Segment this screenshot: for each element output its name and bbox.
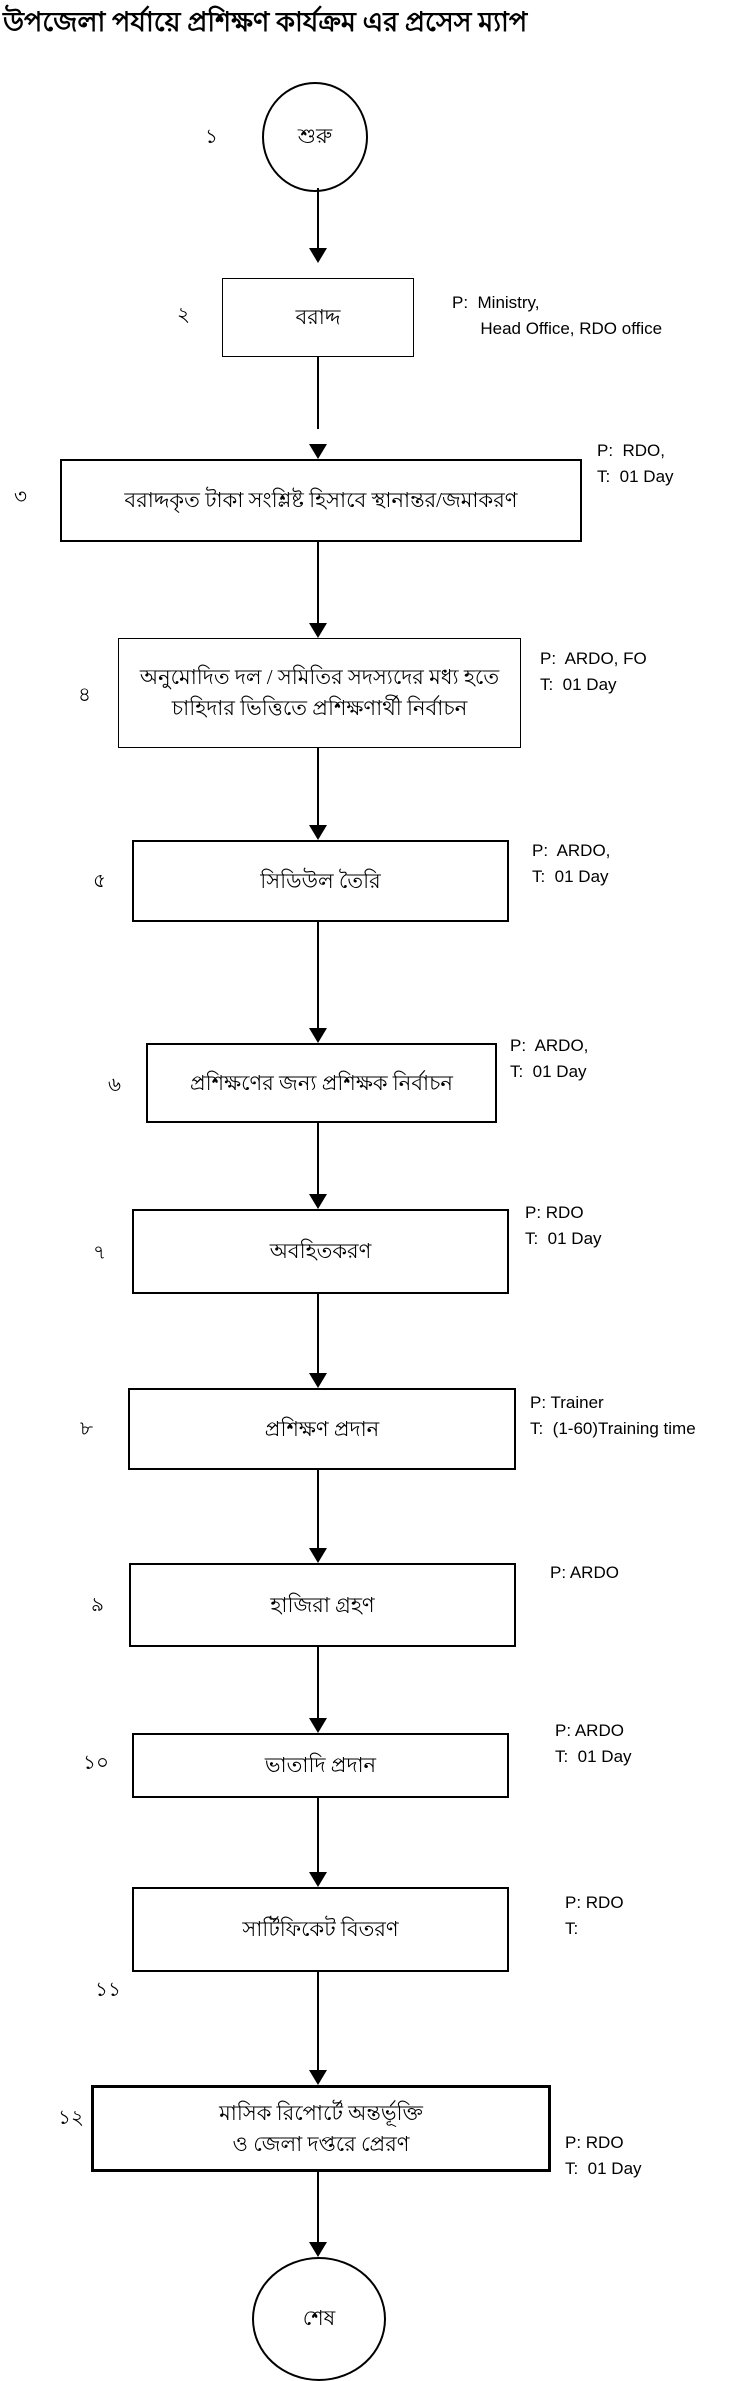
arrow-line-10-to-11 xyxy=(317,1794,319,1872)
arrowhead-icon xyxy=(309,2070,327,2085)
step-number-6: ৬ xyxy=(108,1074,122,1096)
arrowhead-icon xyxy=(309,825,327,840)
step-number-5: ৫ xyxy=(93,870,106,892)
step-number-8: ৮ xyxy=(80,1418,93,1440)
process-box-attendance: হাজিরা গ্রহণ xyxy=(129,1563,516,1647)
process-box-training-delivery: প্রশিক্ষণ প্রদান xyxy=(128,1388,516,1470)
process-box-notification: অবহিতকরণ xyxy=(132,1209,509,1294)
process-box-fund-transfer: বরাদ্দকৃত টাকা সংশ্লিষ্ট হিসাবে স্থানান্… xyxy=(60,459,582,542)
step-number-4: ৪ xyxy=(78,684,91,706)
annotation-step-11: P: RDO T: xyxy=(565,1893,624,1938)
arrow-line-6-to-7 xyxy=(317,1119,319,1194)
step-number-10: ১০ xyxy=(83,1752,109,1774)
step-number-7: ৭ xyxy=(93,1242,107,1264)
annotation-step-6: P: ARDO, T: 01 Day xyxy=(510,1036,589,1081)
step-number-3: ৩ xyxy=(14,486,28,508)
process-box-label: মাসিক রিপোর্টে অন্তর্ভূক্তি ও জেলা দপ্তর… xyxy=(219,2100,423,2156)
process-box-trainee-selection: অনুমোদিত দল / সমিতির সদস্যদের মধ্য হতে চ… xyxy=(118,638,521,748)
arrow-line-9-to-10 xyxy=(317,1643,319,1718)
annotation-step-3: P: RDO, T: 01 Day xyxy=(597,441,674,486)
process-box-trainer-selection: প্রশিক্ষণের জন্য প্রশিক্ষক নির্বাচন xyxy=(146,1043,497,1123)
process-box-schedule: সিডিউল তৈরি xyxy=(132,840,509,922)
arrow-line-5-to-6 xyxy=(317,918,319,1028)
annotation-step-12: P: RDO T: 01 Day xyxy=(565,2133,642,2178)
end-terminal-circle: শেষ xyxy=(252,2257,386,2381)
arrowhead-icon xyxy=(309,1194,327,1209)
arrowhead-icon xyxy=(309,444,327,459)
annotation-step-4: P: ARDO, FO T: 01 Day xyxy=(540,649,647,694)
arrow-line-3-to-4 xyxy=(317,538,319,623)
process-box-label: অবহিতকরণ xyxy=(269,1239,372,1263)
arrowhead-icon xyxy=(309,1718,327,1733)
arrow-line-11-to-12 xyxy=(317,1968,319,2070)
arrowhead-icon xyxy=(309,1028,327,1043)
arrow-line-12-to-end xyxy=(317,2166,319,2242)
arrowhead-icon xyxy=(309,2242,327,2257)
annotation-step-2: P: Ministry, Head Office, RDO office xyxy=(452,293,663,338)
process-box-label: বরাদ্দকৃত টাকা সংশ্লিষ্ট হিসাবে স্থানান্… xyxy=(124,488,518,512)
process-box-certificate-distribution: সার্টিফিকেট বিতরণ xyxy=(132,1887,509,1972)
start-terminal-circle: শুরু xyxy=(262,82,368,192)
process-box-label: সিডিউল তৈরি xyxy=(260,868,381,893)
arrowhead-icon xyxy=(309,1373,327,1388)
arrow-line-7-to-8 xyxy=(317,1290,319,1373)
step-number-1: ১ xyxy=(205,126,218,148)
arrow-line-start-to-2 xyxy=(317,188,319,248)
arrow-line-4-to-5 xyxy=(317,746,319,825)
page-title: উপজেলা পর্যায়ে প্রশিক্ষণ কার্যক্রম এর প… xyxy=(3,7,528,37)
end-label: শেষ xyxy=(302,2305,336,2330)
arrowhead-icon xyxy=(309,248,327,263)
arrow-line-2-to-3 xyxy=(317,355,319,429)
annotation-step-9: P: ARDO xyxy=(550,1563,619,1582)
process-box-monthly-report: মাসিক রিপোর্টে অন্তর্ভূক্তি ও জেলা দপ্তর… xyxy=(91,2085,551,2172)
process-box-label: অনুমোদিত দল / সমিতির সদস্যদের মধ্য হতে চ… xyxy=(139,665,500,720)
annotation-step-10: P: ARDO T: 01 Day xyxy=(555,1721,632,1766)
annotation-step-7: P: RDO T: 01 Day xyxy=(525,1203,602,1248)
arrowhead-icon xyxy=(309,623,327,638)
step-number-2: ২ xyxy=(177,304,191,326)
process-box-allocation: বরাদ্দ xyxy=(222,278,414,357)
step-number-9: ৯ xyxy=(91,1594,104,1616)
process-box-label: হাজিরা গ্রহণ xyxy=(270,1592,375,1617)
start-label: শুরু xyxy=(297,123,333,148)
arrowhead-icon xyxy=(309,1548,327,1563)
step-number-11: ১১ xyxy=(95,1979,121,2001)
arrowhead-icon xyxy=(309,1872,327,1887)
process-box-allowance-payment: ভাতাদি প্রদান xyxy=(132,1733,509,1798)
process-box-label: প্রশিক্ষণ প্রদান xyxy=(264,1416,380,1441)
process-box-label: সার্টিফিকেট বিতরণ xyxy=(242,1917,399,1941)
arrow-line-8-to-9 xyxy=(317,1466,319,1548)
process-box-label: প্রশিক্ষণের জন্য প্রশিক্ষক নির্বাচন xyxy=(190,1070,453,1095)
process-box-label: ভাতাদি প্রদান xyxy=(264,1753,377,1777)
step-number-12: ১২ xyxy=(58,2107,84,2129)
annotation-step-8: P: Trainer T: (1-60)Training time xyxy=(530,1393,696,1438)
annotation-step-5: P: ARDO, T: 01 Day xyxy=(532,841,611,886)
process-box-label: বরাদ্দ xyxy=(295,305,341,329)
